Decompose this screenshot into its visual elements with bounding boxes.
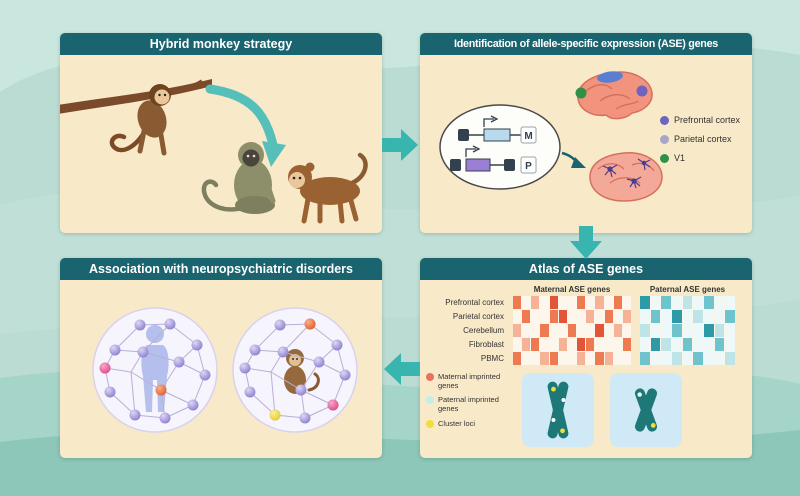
- ase-heatmap: Prefrontal cortex Parietal cortex Cerebe…: [426, 296, 746, 366]
- row-label: Fibroblast: [468, 340, 504, 349]
- brain-regions: [575, 71, 653, 120]
- legend-item-cluster-loci: Cluster loci: [426, 418, 506, 429]
- chromosome-box-2: [610, 373, 682, 447]
- prefrontal-dot: [660, 115, 669, 125]
- heatmap-row-labels: Prefrontal cortex Parietal cortex Cerebe…: [426, 296, 504, 366]
- allele-diagram: M P: [439, 104, 561, 190]
- panel-ase-atlas: Atlas of ASE genes Maternal ASE genes Pa…: [420, 258, 752, 458]
- maternal-imprinted-label: Maternal imprinted genes: [438, 372, 501, 390]
- promoter-arrow-paternal: [465, 145, 481, 157]
- neuron-star-2: [626, 176, 642, 189]
- heatmap-column-headers: Maternal ASE genes Paternal ASE genes: [426, 285, 746, 294]
- hybrid-monkey-illustration: [60, 79, 368, 224]
- tree-branch: [60, 79, 212, 114]
- row-label: Parietal cortex: [452, 312, 504, 321]
- arrow-hybrid-to-identification: [382, 129, 418, 161]
- diagram-to-brain-arrow: [561, 151, 586, 168]
- row-label: Prefrontal cortex: [445, 298, 504, 307]
- v1-label: V1: [674, 153, 686, 163]
- brain-neurons: [589, 152, 663, 202]
- v1-region-blob: [575, 87, 587, 99]
- panel-neuropsychiatric-association: Association with neuropsychiatric disord…: [60, 258, 382, 458]
- spacer: [426, 285, 504, 294]
- atlas-bottom-row: Maternal imprinted genes Paternal imprin…: [426, 372, 746, 447]
- brain-region-legend: Prefrontal cortex Parietal cortex V1: [660, 115, 740, 172]
- parietal-dot: [660, 134, 669, 144]
- risk-node-yellow: [269, 409, 281, 421]
- panel-title-association: Association with neuropsychiatric disord…: [60, 258, 382, 280]
- human-disease-network: [92, 307, 218, 433]
- arrow-identification-to-atlas: [570, 226, 602, 259]
- network-illustration: [92, 307, 358, 433]
- legend-item-prefrontal: Prefrontal cortex: [660, 115, 740, 125]
- panel-title-hybrid: Hybrid monkey strategy: [60, 33, 382, 55]
- panel-body-association: [60, 280, 382, 458]
- panel-title-identification: Identification of allele-specific expres…: [420, 33, 752, 55]
- arrow-atlas-to-association: [384, 353, 420, 385]
- legend-item-v1: V1: [660, 153, 740, 163]
- risk-node-pink: [327, 399, 339, 411]
- panel-hybrid-monkey-strategy: Hybrid monkey strategy: [60, 33, 382, 233]
- parent-monkey-2: [201, 142, 276, 214]
- chromosome-2-icon: [634, 388, 658, 432]
- v1-dot: [660, 153, 669, 163]
- paternal-ase-header: Paternal ASE genes: [649, 285, 726, 294]
- prefrontal-label: Prefrontal cortex: [674, 115, 741, 125]
- monkey-silhouette: [284, 349, 320, 394]
- parietal-region-blob: [597, 71, 623, 83]
- prefrontal-region-blob: [636, 85, 648, 97]
- parietal-label: Parietal cortex: [674, 134, 732, 144]
- hybrid-offspring-monkey: [288, 152, 368, 224]
- chromosome-box-1: [522, 373, 594, 447]
- imprinted-gene-legend: Maternal imprinted genes Paternal imprin…: [426, 372, 506, 447]
- paternal-allele-label: P: [525, 161, 532, 172]
- maternal-allele-label: M: [524, 131, 532, 142]
- cluster-loci-label: Cluster loci: [438, 418, 476, 428]
- promoter-arrow-maternal: [483, 115, 499, 127]
- legend-item-paternal-imprinted: Paternal imprinted genes: [426, 395, 506, 413]
- maternal-imprinted-dot: [426, 373, 434, 381]
- panel-ase-identification: Identification of allele-specific expres…: [420, 33, 752, 233]
- cluster-loci-dot: [426, 419, 434, 428]
- row-label: PBMC: [480, 354, 504, 363]
- paternal-imprinted-label: Paternal imprinted genes: [438, 395, 499, 413]
- paternal-heatmap: [640, 296, 735, 365]
- maternal-ase-header: Maternal ASE genes: [533, 285, 611, 294]
- panel-title-atlas: Atlas of ASE genes: [420, 258, 752, 280]
- ase-identification-illustration: M P: [439, 71, 663, 202]
- row-label: Cerebellum: [463, 326, 504, 335]
- neuron-star-1: [602, 164, 618, 178]
- monkey-disease-network: [232, 307, 358, 433]
- risk-node-orange: [155, 384, 167, 396]
- panel-body-identification: M P: [420, 55, 752, 233]
- panel-body-atlas: Maternal ASE genes Paternal ASE genes Pr…: [420, 280, 752, 458]
- paternal-imprinted-dot: [426, 396, 434, 405]
- hybridization-arrow: [205, 84, 286, 167]
- panel-body-hybrid: [60, 55, 382, 233]
- risk-node-pink: [99, 362, 111, 374]
- chromosome-1-icon: [547, 381, 569, 439]
- neuron-star-3: [637, 158, 651, 171]
- legend-item-maternal-imprinted: Maternal imprinted genes: [426, 372, 506, 390]
- legend-item-parietal: Parietal cortex: [660, 134, 740, 144]
- maternal-heatmap: [513, 296, 631, 365]
- risk-node-orange: [304, 318, 316, 330]
- parent-monkey-1: [109, 84, 171, 156]
